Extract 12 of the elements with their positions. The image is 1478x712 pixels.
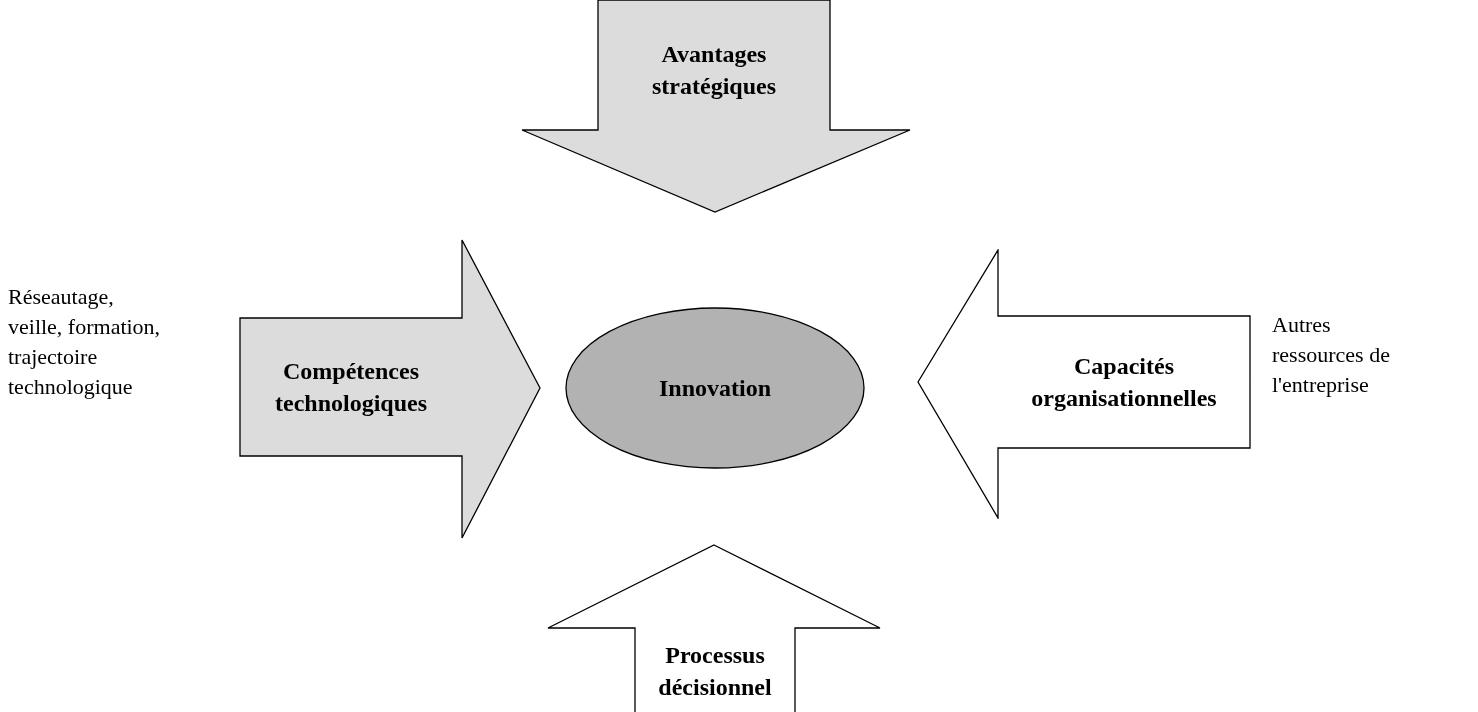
arrow-label: Capacités organisationnelles	[1030, 352, 1218, 413]
innovation-ellipse	[565, 307, 865, 469]
up-block-arrow	[547, 544, 881, 712]
arrow-label: Processus décisionnel	[657, 641, 773, 702]
arrow-label: Compétences technologiques	[274, 357, 428, 418]
right-block-arrow	[239, 239, 541, 539]
arrow-label: Innovation	[658, 374, 771, 403]
side-note: Autres ressources de l'entreprise	[1272, 311, 1391, 399]
left-block-arrow	[917, 249, 1251, 519]
down-block-arrow	[521, 0, 911, 213]
side-note: Réseautage, veille, formation, trajectoire technologique	[8, 283, 162, 401]
arrow-label: Avantages stratégiques	[651, 40, 777, 101]
